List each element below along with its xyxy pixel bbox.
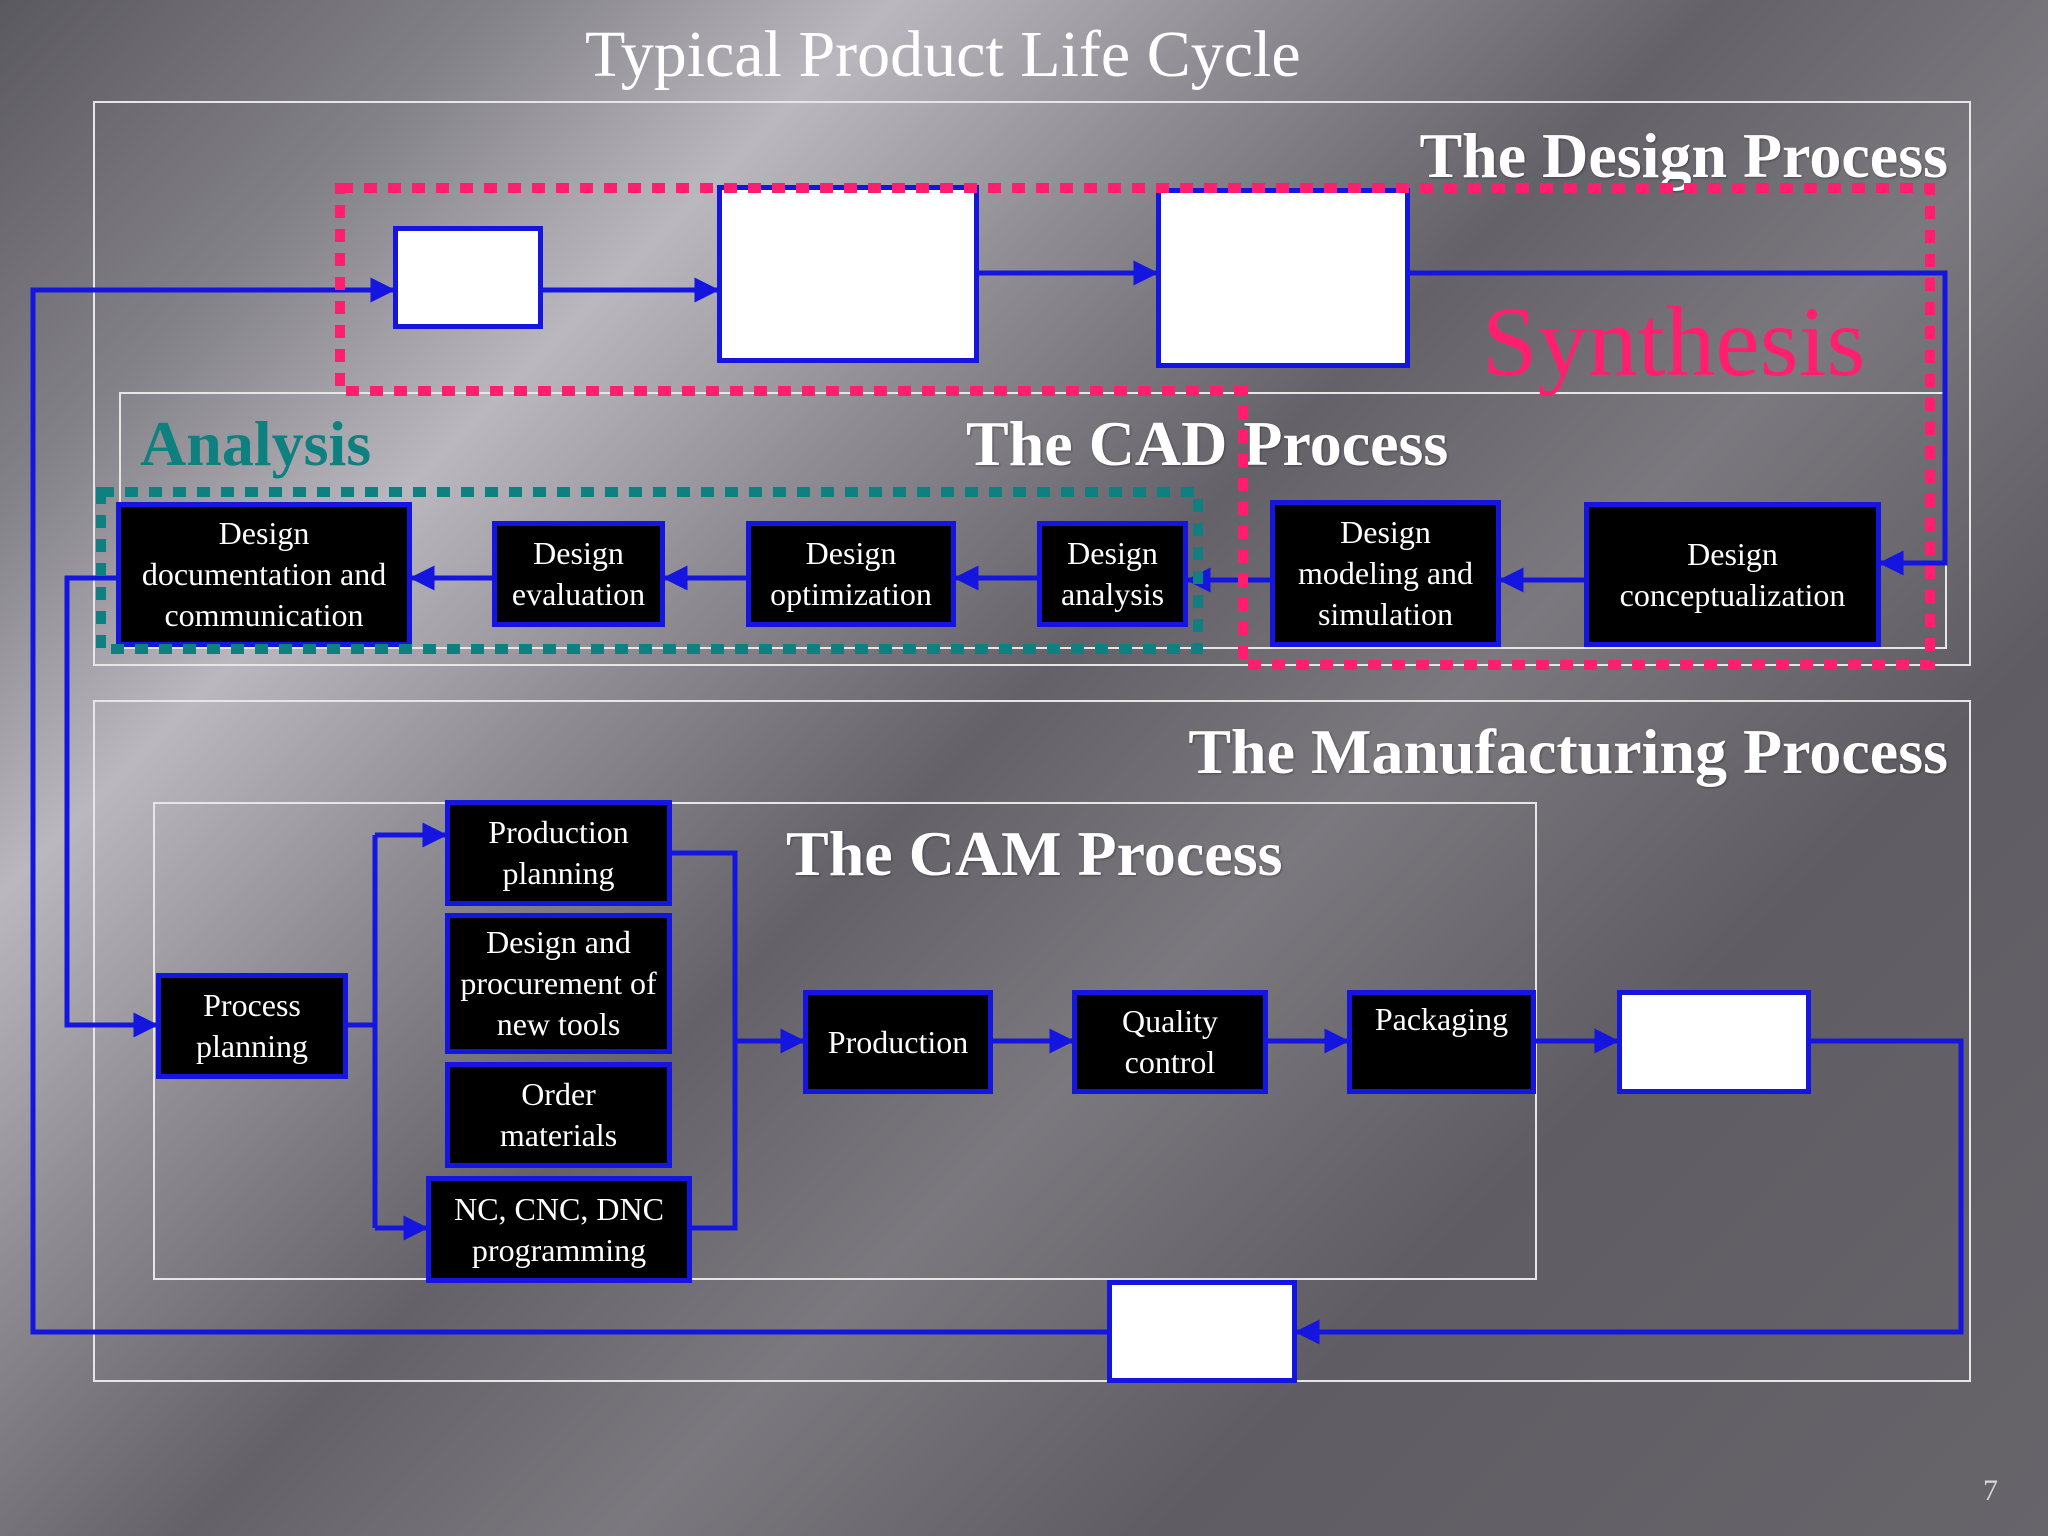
design-modeling-box: Design modeling and simulation <box>1270 500 1501 647</box>
packaging-box: Packaging <box>1347 990 1536 1094</box>
design-conceptualization-box: Design conceptualization <box>1584 502 1881 647</box>
process-planning-box: Process planning <box>156 973 348 1079</box>
design-evaluation-box: Design evaluation <box>492 521 665 627</box>
page-number: 7 <box>1983 1474 1998 1507</box>
cam-process-heading: The CAM Process <box>786 818 1283 889</box>
blank-box-3 <box>1156 188 1410 368</box>
blank-box-2 <box>717 185 979 363</box>
design-process-heading: The Design Process <box>1419 120 1948 191</box>
blank-box-1 <box>393 226 543 329</box>
order-materials-box: Order materials <box>445 1062 672 1168</box>
analysis-label: Analysis <box>140 408 372 479</box>
slide-title: Typical Product Life Cycle <box>585 18 1301 91</box>
manufacturing-process-heading: The Manufacturing Process <box>1188 716 1948 787</box>
design-optimization-box: Design optimization <box>746 521 956 627</box>
tools-procurement-box: Design and procurement of new tools <box>445 913 672 1054</box>
synthesis-label: Synthesis <box>1482 286 1866 397</box>
nc-programming-box: NC, CNC, DNC programming <box>426 1176 692 1283</box>
production-planning-box: Production planning <box>445 800 672 906</box>
production-box: Production <box>803 990 993 1094</box>
design-analysis-box: Design analysis <box>1037 521 1188 627</box>
blank-box-4 <box>1617 990 1811 1094</box>
design-documentation-box: Design documentation and communication <box>116 502 412 647</box>
blank-box-5 <box>1107 1280 1297 1383</box>
cad-process-heading: The CAD Process <box>966 408 1449 479</box>
quality-control-box: Quality control <box>1072 990 1268 1094</box>
